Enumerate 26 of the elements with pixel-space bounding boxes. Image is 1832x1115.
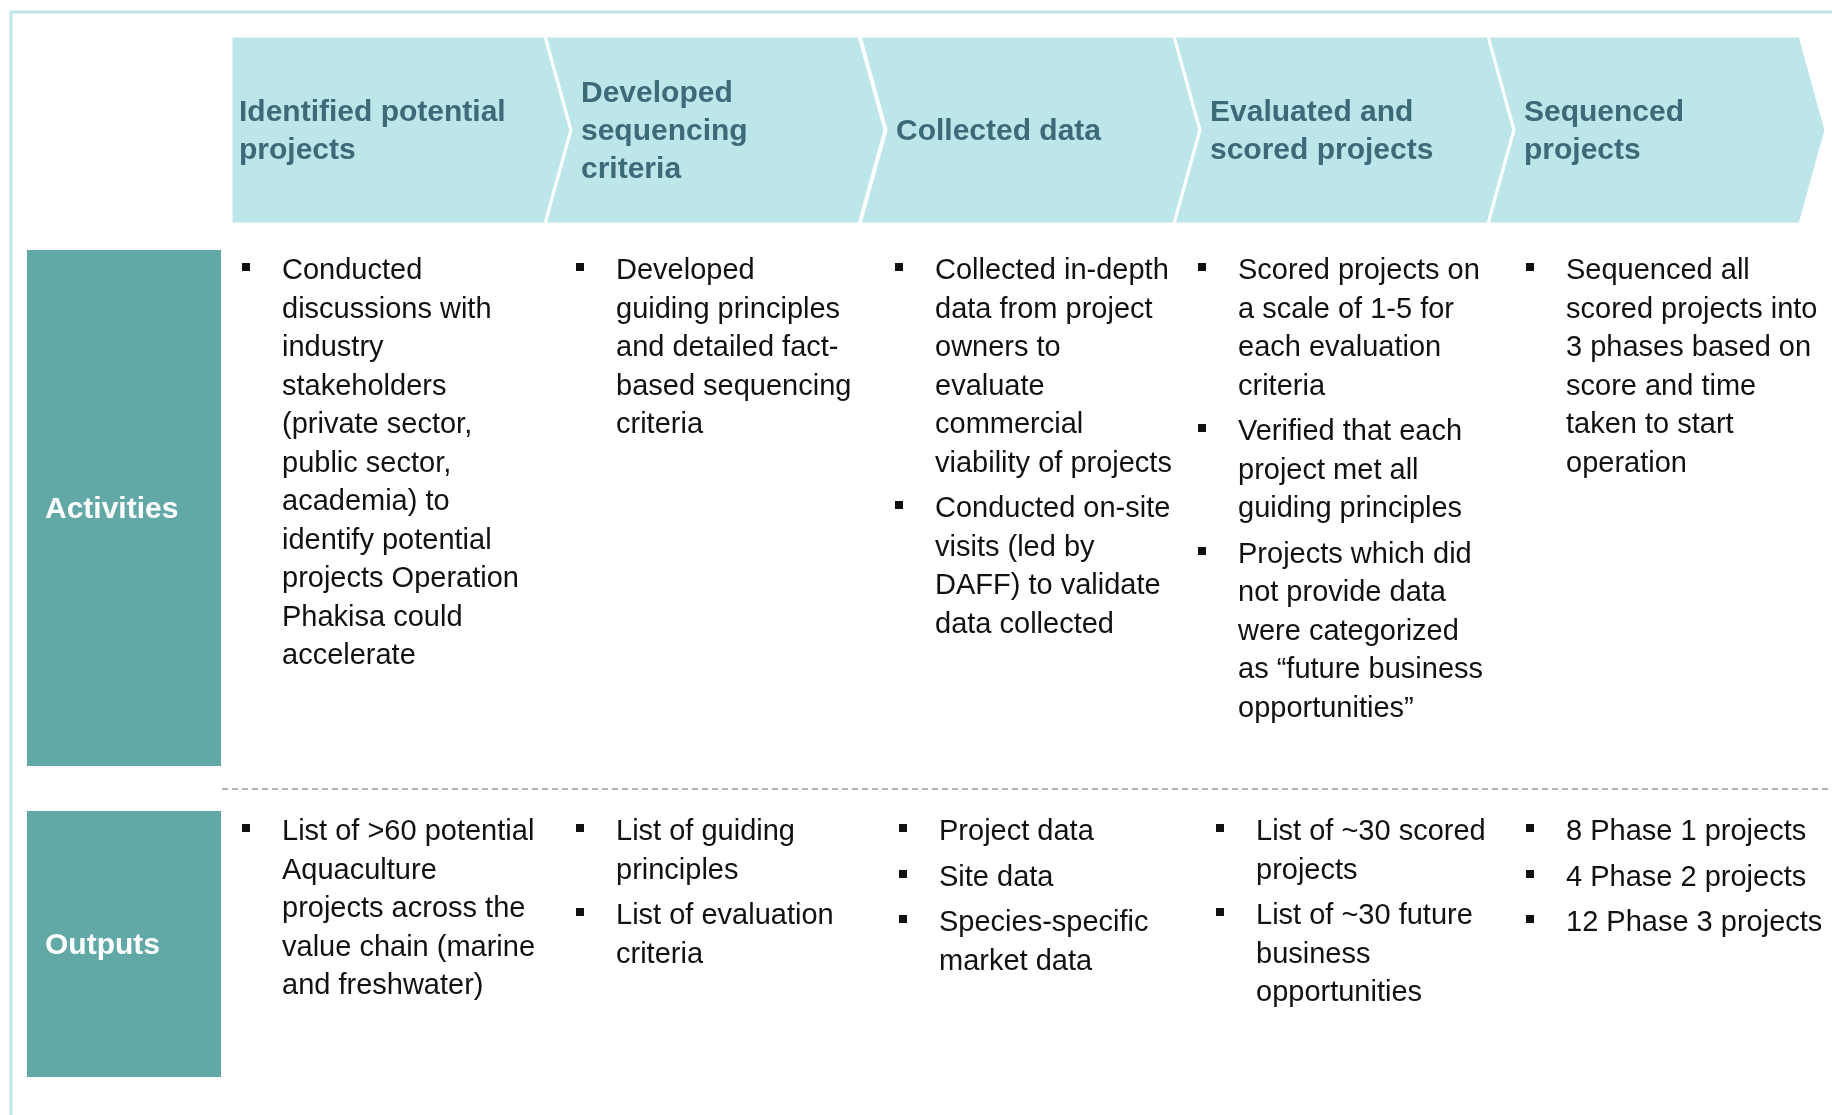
bullet-text: Site data <box>899 856 1179 895</box>
bullet-text: Developed guiding principles and detailed fact-based sequencing criteria <box>576 250 856 443</box>
step-title: Collected data <box>896 112 1102 148</box>
bullet-text: Species-specific market data <box>899 902 1179 979</box>
bullet-text: List of ~30 future business opportunities <box>1216 895 1506 1011</box>
bullet-text: 4 Phase 2 projects <box>1526 856 1826 895</box>
bullet-text: Collected in-depth data from project owners to evaluate commercial viability of projects <box>895 250 1175 481</box>
bullet-text: 8 Phase 1 projects <box>1526 811 1826 850</box>
bullet-text: Projects which did not provide data were categorized as “future business opportunities” <box>1198 533 1488 726</box>
bullet-text: Sequenced all scored projects into 3 phases based on score and time taken to start operation <box>1526 250 1826 481</box>
bullet-text: List of ~30 scored projects <box>1216 811 1506 888</box>
bullet-text: Verified that each project met all guiding principles <box>1198 411 1488 527</box>
step-title: Identified potential projects <box>239 93 507 167</box>
step-title: Evaluated and scored projects <box>1210 93 1435 167</box>
bullet-text: List of >60 potential Aquaculture projects across the value chain (marine and freshwater) <box>242 811 542 1004</box>
row-header: Outputs <box>27 811 221 1077</box>
bullet-text: List of evaluation criteria <box>576 895 856 972</box>
bullet-text: Conducted on-site visits (led by DAFF) to validate data collected <box>895 488 1175 642</box>
step-title: Developed sequencing criteria <box>581 74 749 186</box>
bullet-text: Scored projects on a scale of 1-5 for each evaluation criteria <box>1198 250 1488 404</box>
bullet-text: Project data <box>899 811 1179 850</box>
bullet-text: Conducted discussions with industry stakeholders (private sector, public sector, academia) to identify potential projects Operation Phakisa could accelerate <box>242 250 542 674</box>
row-header: Activities <box>27 250 221 766</box>
bullet-text: 12 Phase 3 projects <box>1526 902 1826 941</box>
step-title: Sequenced projects <box>1524 93 1686 167</box>
bullet-text: List of guiding principles <box>576 811 856 888</box>
